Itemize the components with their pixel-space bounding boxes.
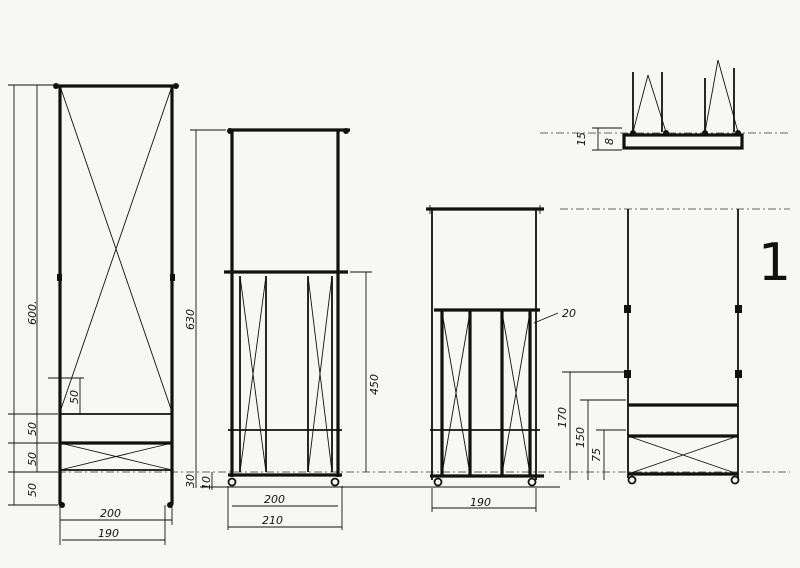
v2-dim-630: 630 [184, 309, 197, 330]
v1-dim-200: 200 [100, 507, 121, 520]
v1-dim-50-c: 50 [26, 483, 39, 497]
view-4-end-elevation [560, 208, 790, 485]
view-4-top-detail [540, 59, 790, 151]
v1-dim-50-inner: 50 [68, 390, 81, 404]
v1-dim-50-b: 50 [26, 452, 39, 466]
v2-dim-10: 10 [200, 476, 213, 490]
view-3-side-elevation [426, 205, 559, 512]
view-1-frame-elevation [8, 83, 179, 545]
v2-dim-30: 30 [184, 474, 197, 488]
sheet-number: 1 [758, 233, 791, 293]
v4-dim-150: 150 [574, 427, 587, 448]
v2-dim-450: 450 [368, 374, 381, 395]
v3-dim-190: 190 [470, 496, 491, 509]
v4-dim-170: 170 [556, 407, 569, 428]
v1-dim-600: 600. [26, 301, 39, 326]
v2-dim-210: 210 [262, 514, 283, 527]
v4-dim-8: 8 [603, 138, 616, 145]
v2-dim-200: 200 [264, 493, 285, 506]
view-2-front-elevation [190, 128, 372, 530]
v3-note-20: 20 [562, 307, 576, 320]
v4-dim-75: 75 [590, 448, 603, 462]
v1-dim-190: 190 [98, 527, 119, 540]
v1-dim-50-a: 50 [26, 422, 39, 436]
v4-dim-15: 15 [575, 132, 588, 146]
